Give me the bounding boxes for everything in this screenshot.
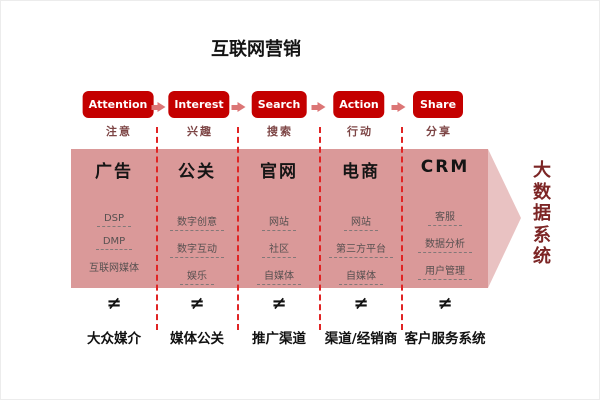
- column-header: CRM: [420, 157, 470, 177]
- column-item: 自媒体: [339, 267, 383, 285]
- column-item: 网站: [262, 213, 296, 231]
- traditional-label-mass-media: 大众媒介: [87, 331, 141, 347]
- not-equal-icon: ≠: [189, 293, 205, 314]
- channel-band: [71, 149, 488, 288]
- stage-search: Search: [251, 91, 307, 118]
- column-item: DMP: [95, 236, 133, 250]
- stage-search-zh: 搜索: [267, 125, 293, 138]
- not-equal-icon: ≠: [437, 293, 453, 314]
- band-arrowhead-icon: [488, 149, 521, 288]
- stage-interest: Interest: [168, 91, 230, 118]
- traditional-label-promo: 推广渠道: [252, 331, 306, 347]
- column-item: DSP: [96, 213, 132, 227]
- dashed-divider: [401, 127, 403, 330]
- not-equal-icon: ≠: [353, 293, 369, 314]
- traditional-label-cs-system: 客户服务系统: [404, 331, 486, 347]
- stage-share: Share: [413, 91, 463, 118]
- stage-interest-zh: 兴趣: [187, 125, 213, 138]
- column-header: 电商: [342, 162, 380, 182]
- traditional-label-distributors: 渠道/经销商: [324, 331, 398, 347]
- dashed-divider: [319, 127, 321, 330]
- column-item: 数字创意: [170, 213, 224, 231]
- column-item: 用户管理: [418, 262, 472, 280]
- column-item: 互联网媒体: [89, 263, 139, 274]
- column-pr: 公关 数字创意 数字互动 娱乐: [154, 149, 240, 285]
- big-data-system-label: 大数据系统: [533, 160, 551, 267]
- column-website: 官网 网站 社区 自媒体: [236, 149, 322, 285]
- not-equal-icon: ≠: [271, 293, 287, 314]
- column-ads: 广告 DSP DMP 互联网媒体: [71, 149, 157, 276]
- column-item: 第三方平台: [329, 240, 393, 258]
- column-crm: CRM 客服 数据分析 用户管理: [402, 149, 488, 280]
- column-item: 数据分析: [418, 235, 472, 253]
- traditional-label-media-pr: 媒体公关: [170, 331, 224, 347]
- stage-action: Action: [333, 91, 385, 118]
- column-ecommerce: 电商 网站 第三方平台 自媒体: [318, 149, 404, 285]
- column-item: 社区: [262, 240, 296, 258]
- column-header: 广告: [95, 162, 133, 182]
- not-equal-icon: ≠: [106, 293, 122, 314]
- column-header: 公关: [178, 162, 216, 182]
- arrow-right-icon: [151, 102, 167, 113]
- column-item: 网站: [344, 213, 378, 231]
- diagram-title: 互联网营销: [211, 39, 301, 60]
- arrow-right-icon: [391, 102, 407, 113]
- dashed-divider: [237, 127, 239, 330]
- stage-attention-zh: 注意: [106, 125, 132, 138]
- column-item: 自媒体: [257, 267, 301, 285]
- dashed-divider: [156, 127, 158, 330]
- column-item: 娱乐: [180, 267, 214, 285]
- column-item: 客服: [428, 208, 462, 226]
- column-item: 数字互动: [170, 240, 224, 258]
- column-header: 官网: [260, 162, 298, 182]
- stage-action-zh: 行动: [347, 125, 373, 138]
- stage-share-zh: 分享: [426, 125, 452, 138]
- stage-attention: Attention: [82, 91, 154, 118]
- arrow-right-icon: [311, 102, 327, 113]
- arrow-right-icon: [231, 102, 247, 113]
